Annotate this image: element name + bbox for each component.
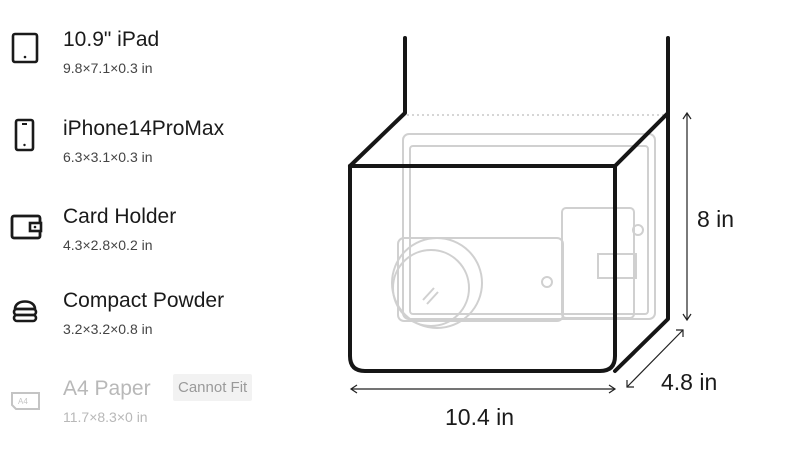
item-dimensions: 9.8×7.1×0.3 in xyxy=(63,60,153,76)
height-arrow-head-bottom xyxy=(682,313,692,322)
bag-back-right-edge xyxy=(613,111,670,373)
compact-powder-mark xyxy=(422,287,435,301)
bag-contents xyxy=(391,133,656,329)
item-dimensions: 3.2×3.2×0.8 in xyxy=(63,321,153,337)
width-label: 10.4 in xyxy=(445,404,514,430)
bag-capacity-diagram: 10.4 in 8 in 4.8 in xyxy=(348,36,734,430)
tablet-screen-outline xyxy=(409,145,649,315)
card-holder-outline xyxy=(561,207,635,319)
fit-items-list: 10.9" iPad 9.8×7.1×0.3 in iPhone14ProMax… xyxy=(0,0,330,455)
depth-label: 4.8 in xyxy=(661,369,717,395)
phone-camera-outline xyxy=(541,276,553,288)
height-label: 8 in xyxy=(697,206,734,232)
depth-arrow-head-bottom xyxy=(626,380,634,388)
depth-arrow xyxy=(626,329,684,388)
item-name: iPhone14ProMax xyxy=(63,117,225,140)
item-name: Card Holder xyxy=(63,205,177,228)
fit-item-iphone: iPhone14ProMax 6.3×3.1×0.3 in xyxy=(0,117,330,177)
tablet-outline xyxy=(402,133,656,320)
bag-front-face xyxy=(348,164,617,373)
phone-icon xyxy=(14,118,35,152)
width-arrow-head-right xyxy=(608,384,617,394)
item-name: A4 Paper xyxy=(63,377,151,400)
compact-powder-outline xyxy=(391,237,483,329)
fit-item-a4-paper: A4 A4 Paper Cannot Fit 11.7×8.3×0 in xyxy=(0,374,330,437)
compact-powder-lid xyxy=(392,249,470,327)
item-dimensions: 4.3×2.8×0.2 in xyxy=(63,237,153,253)
card-holder-button xyxy=(632,224,644,236)
cannot-fit-badge: Cannot Fit xyxy=(173,374,253,401)
bag-strap-left xyxy=(348,36,407,168)
wallet-icon xyxy=(10,214,43,240)
fit-item-ipad: 10.9" iPad 9.8×7.1×0.3 in xyxy=(0,28,330,88)
item-dimensions: 6.3×3.1×0.3 in xyxy=(63,149,153,165)
bag-outline xyxy=(348,36,670,373)
compact-powder-icon xyxy=(12,300,38,323)
dimension-arrows xyxy=(349,111,692,394)
height-arrow-head-top xyxy=(682,111,692,120)
item-dimensions: 11.7×8.3×0 in xyxy=(63,409,148,425)
tablet-icon xyxy=(11,32,39,64)
compact-powder-mark xyxy=(426,291,439,305)
width-arrow-head-left xyxy=(349,384,358,394)
fit-item-card-holder: Card Holder 4.3×2.8×0.2 in xyxy=(0,205,330,265)
a4-paper-icon: A4 xyxy=(11,392,40,410)
item-name: 10.9" iPad xyxy=(63,28,160,51)
a4-icon-label: A4 xyxy=(18,397,28,406)
depth-arrow-head-top xyxy=(676,329,684,337)
fit-item-compact-powder: Compact Powder 3.2×3.2×0.8 in xyxy=(0,289,330,349)
item-name: Compact Powder xyxy=(63,289,225,312)
